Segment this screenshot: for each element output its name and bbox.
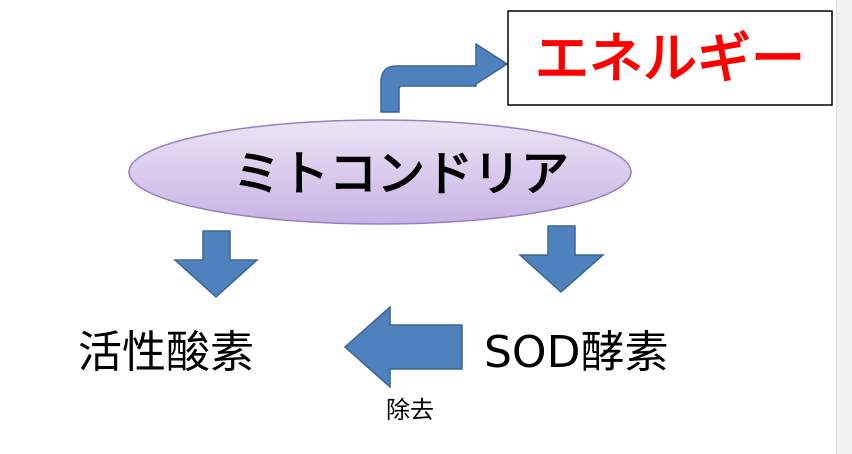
left-arrow-removal (343, 305, 463, 389)
down-arrow-right (518, 225, 605, 294)
mitochondria-ellipse (128, 119, 632, 225)
down-arrow-left (173, 230, 259, 299)
removal-label: 除去 (386, 396, 434, 424)
sod-label: SOD酵素 (484, 327, 668, 378)
ros-label: 活性酸素 (78, 327, 254, 378)
bent-arrow-to-energy (380, 42, 509, 113)
energy-label: エネルギー (535, 27, 805, 90)
right-edge-panel (836, 0, 852, 454)
mitochondria-label: ミトコンドリア (233, 146, 569, 202)
energy-box (507, 10, 833, 106)
